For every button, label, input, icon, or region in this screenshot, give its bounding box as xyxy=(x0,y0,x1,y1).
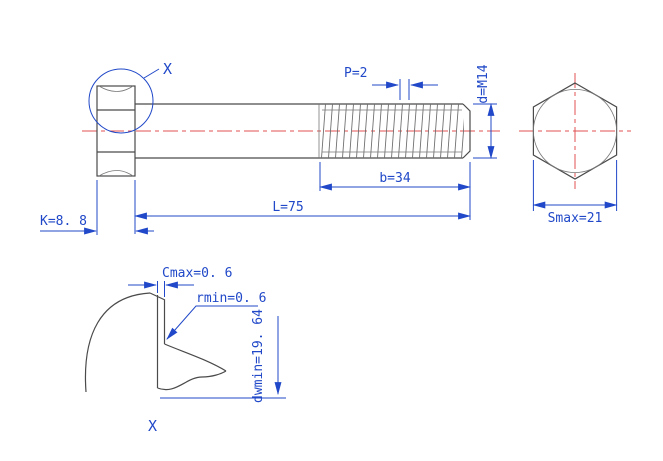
bolt-shank xyxy=(135,103,471,159)
detail-callout: X xyxy=(88,60,172,134)
dim-washer-face: dwmin=19. 64 xyxy=(160,309,286,403)
dim-across-flats: Smax=21 xyxy=(532,160,618,226)
chamfer-circle xyxy=(533,89,618,173)
bolt-head-side xyxy=(96,85,136,177)
dim-thread-length: b=34 xyxy=(318,162,472,220)
hex-end-view: Smax=21 xyxy=(519,73,631,226)
dim-thread-diameter: d=M14 xyxy=(473,64,497,160)
bolt-side-view: X P=2 d=M14 b=34 L=75 xyxy=(40,60,500,235)
dim-fillet: rmin=0. 6 xyxy=(166,291,266,340)
dim-pitch: P=2 xyxy=(344,66,438,100)
detail-leader xyxy=(143,68,160,79)
detail-view-x: Cmax=0. 6 rmin=0. 6 dwmin=19. 64 X xyxy=(84,266,286,435)
dim-head-height: K=8. 8 xyxy=(40,180,154,235)
detail-ref-label: X xyxy=(163,60,172,78)
pitch-label: P=2 xyxy=(344,66,367,81)
detail-view-label: X xyxy=(148,417,157,435)
across-flats-label: Smax=21 xyxy=(548,211,603,226)
thread-spec-label: d=M14 xyxy=(476,64,491,103)
thread-hatch xyxy=(320,104,464,158)
dim-total-length: L=75 xyxy=(133,180,472,234)
detail-geometry xyxy=(84,292,227,393)
hexagon-outline xyxy=(532,82,618,180)
washer-face-label: dwmin=19. 64 xyxy=(251,309,266,403)
head-height-label: K=8. 8 xyxy=(40,214,87,229)
chamfer-label: Cmax=0. 6 xyxy=(162,266,232,281)
total-length-label: L=75 xyxy=(272,200,303,215)
detail-circle xyxy=(88,68,154,134)
fillet-label: rmin=0. 6 xyxy=(196,291,266,306)
thread-length-label: b=34 xyxy=(379,171,410,186)
dim-chamfer: Cmax=0. 6 xyxy=(128,266,232,297)
